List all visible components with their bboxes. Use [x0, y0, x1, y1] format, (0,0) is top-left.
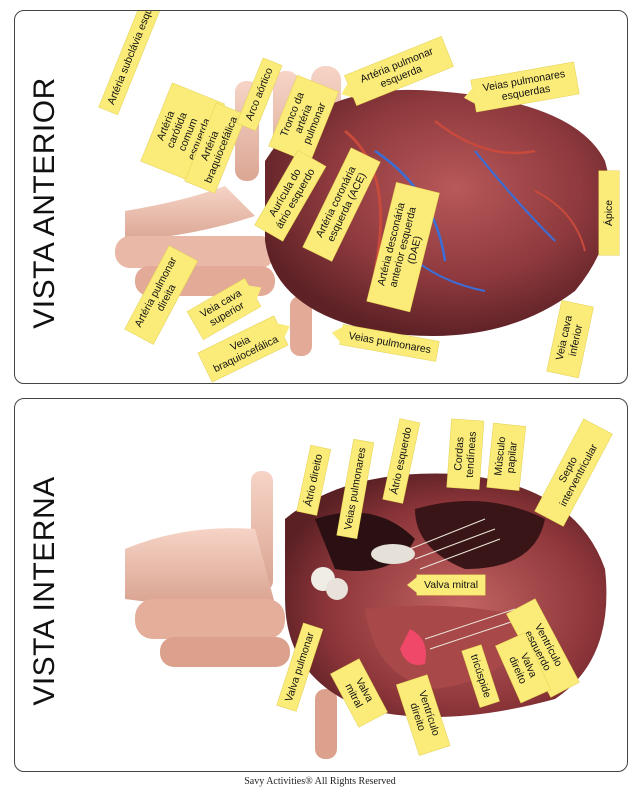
anterior-heart-illustration	[115, 66, 611, 356]
label-chordae-tendineae: Cordas tendíneas	[447, 419, 484, 490]
label-apex: Ápice	[599, 171, 619, 255]
internal-heart-illustration	[125, 471, 607, 759]
label-text: Músculo papilar	[492, 436, 520, 477]
label-text: Veia cava inferior	[553, 314, 586, 362]
label-text: Valva direito	[506, 651, 540, 686]
label-papillary-muscle: Músculo papilar	[487, 423, 526, 491]
label-text: Ápice	[603, 199, 615, 227]
label-mitral-valve: Valva mitral	[406, 575, 486, 595]
label-text: Cordas tendíneas	[452, 431, 479, 479]
copyright-footer: Savy Activities® All Rights Reserved	[244, 776, 396, 787]
label-text: Valva mitral	[342, 676, 376, 710]
internal-view-card: VISTA INTERNA Átr	[14, 398, 628, 772]
label-text: Valva mitral	[424, 579, 479, 591]
anterior-view-card: VISTA ANTERIOR	[14, 10, 628, 384]
